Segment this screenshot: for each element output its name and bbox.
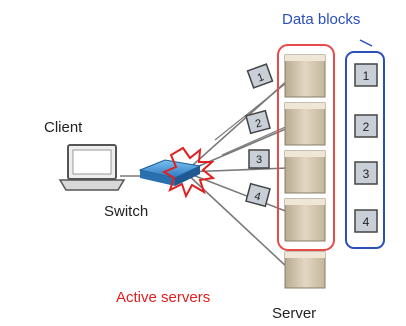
server-unit xyxy=(284,102,326,146)
server-unit xyxy=(284,150,326,194)
server-stack xyxy=(284,54,326,289)
server-unit xyxy=(284,198,326,242)
data-blocks-frame xyxy=(345,51,385,249)
packet-number: 4 xyxy=(253,190,262,203)
packet-number: 2 xyxy=(254,117,263,130)
data-block-list xyxy=(354,63,378,233)
data-block-number: 2 xyxy=(363,120,370,134)
data-block-number: 1 xyxy=(363,69,370,83)
data-block-number: 3 xyxy=(363,167,370,181)
packet-number: 1 xyxy=(256,71,266,84)
server-unit xyxy=(284,54,326,98)
data-blocks-label: Data blocks xyxy=(282,11,360,28)
burst-icon xyxy=(161,146,216,199)
active-servers-label: Active servers xyxy=(116,289,210,306)
data-blocks-pointer xyxy=(359,39,373,47)
server-unit xyxy=(284,251,326,289)
laptop-icon xyxy=(58,144,126,191)
active-servers-frame xyxy=(277,44,335,251)
packet-number: 3 xyxy=(256,154,262,166)
client-label: Client xyxy=(44,119,83,136)
switch-label: Switch xyxy=(104,203,148,220)
data-block-number: 4 xyxy=(363,215,370,229)
packet-list xyxy=(245,63,274,208)
server-label: Server xyxy=(272,305,316,322)
